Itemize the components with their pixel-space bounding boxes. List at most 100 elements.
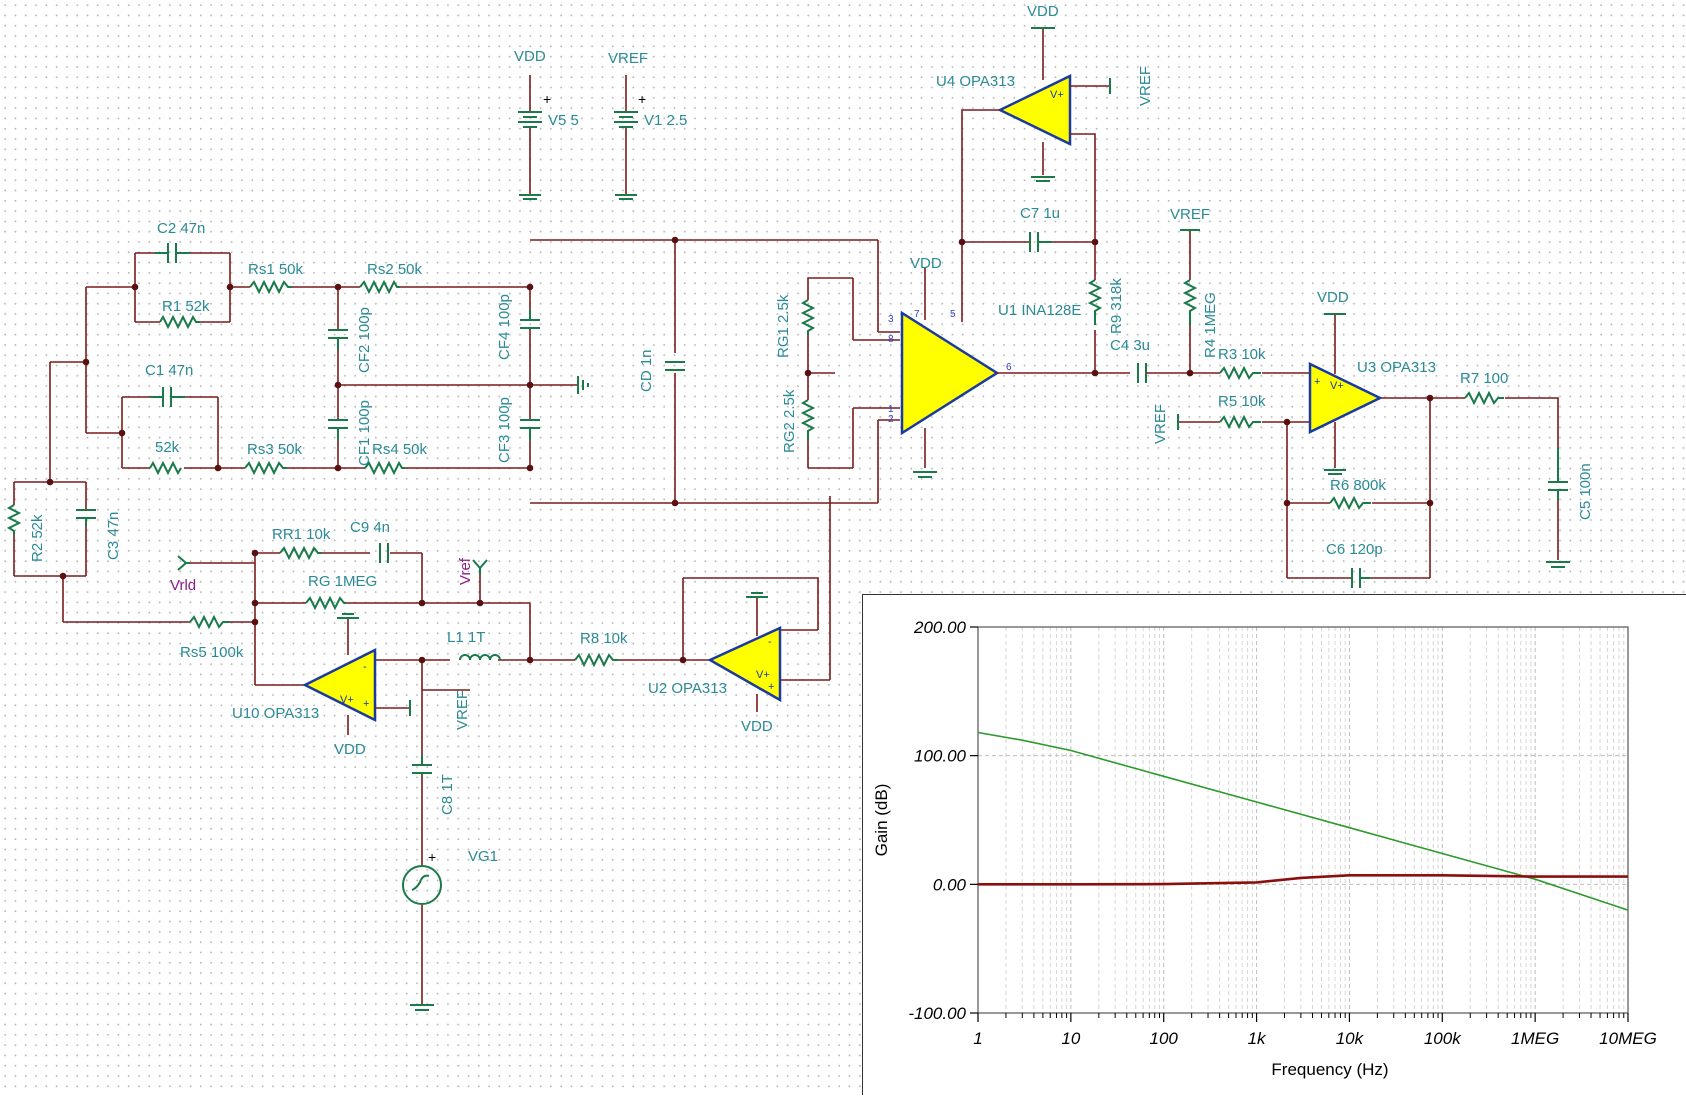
svg-text:V+: V+ — [1050, 89, 1064, 101]
rr1-resistor[interactable] — [280, 548, 322, 558]
svg-text:3: 3 — [888, 314, 894, 325]
rs3-resistor[interactable] — [245, 463, 287, 473]
svg-text:+: + — [363, 698, 369, 710]
c6-label: C6 120p — [1326, 541, 1383, 558]
c2-label: C2 47n — [157, 220, 205, 237]
r2-label: R2 52k — [29, 514, 46, 562]
r8-resistor[interactable] — [575, 655, 618, 665]
svg-text:6: 6 — [1006, 362, 1012, 373]
rg2-label: RG2 2.5k — [781, 389, 798, 453]
r5-vref-label: VREF — [1152, 404, 1169, 444]
x-tick-label: 100 — [1150, 1029, 1179, 1048]
svg-text:7: 7 — [914, 309, 920, 320]
r5-resistor[interactable] — [1220, 417, 1261, 427]
cf3-label: CF3 100p — [496, 397, 513, 463]
svg-text:+: + — [543, 91, 551, 107]
cd-label: CD 1n — [638, 349, 655, 392]
y-tick-label: 0.00 — [933, 875, 967, 894]
c9-capacitor[interactable] — [380, 543, 388, 563]
net-vref-label: VREF — [608, 50, 648, 67]
u10-label: U10 OPA313 — [232, 705, 319, 722]
c1-label: C1 47n — [145, 362, 193, 379]
r6-label: R6 800k — [1330, 477, 1386, 494]
rg1-resistor[interactable] — [803, 300, 813, 335]
r3-label: R3 10k — [1218, 346, 1266, 363]
c4-capacitor[interactable] — [1138, 363, 1146, 383]
r5-label: R5 10k — [1218, 393, 1266, 410]
x-tick-label: 100k — [1424, 1029, 1462, 1048]
c3-label: C3 47n — [105, 512, 122, 560]
r3-resistor[interactable] — [1220, 368, 1261, 378]
c8-label: C8 1T — [439, 774, 456, 815]
v1-label: V1 2.5 — [644, 112, 687, 129]
rg-resistor[interactable] — [306, 598, 346, 608]
cf4-label: CF4 100p — [496, 294, 513, 360]
r9-resistor[interactable] — [1090, 280, 1100, 325]
u3-label: U3 OPA313 — [1357, 359, 1436, 376]
rg2-resistor[interactable] — [803, 400, 813, 440]
rs2-resistor[interactable] — [360, 282, 400, 292]
svg-text:8: 8 — [888, 334, 894, 345]
vref-terminal[interactable] — [473, 560, 487, 575]
c7-capacitor[interactable] — [1030, 232, 1052, 252]
c4-label: C4 3u — [1110, 337, 1150, 354]
c5-capacitor[interactable] — [1548, 448, 1568, 500]
r4-resistor[interactable] — [1185, 280, 1195, 325]
u2-vdd-label: VDD — [741, 718, 773, 735]
r52k-resistor[interactable] — [150, 463, 181, 473]
plot-grid — [978, 627, 1628, 1013]
c6-capacitor[interactable] — [1352, 568, 1370, 588]
r4-label: R4 1MEG — [1202, 292, 1219, 358]
c9-label: C9 4n — [350, 519, 390, 536]
r6-resistor[interactable] — [1330, 498, 1371, 508]
svg-text:V+: V+ — [1330, 380, 1344, 392]
r2-resistor[interactable] — [9, 505, 19, 535]
vrld-terminal[interactable] — [178, 556, 190, 570]
svg-text:-: - — [363, 661, 367, 673]
cf2-label: CF2 100p — [356, 307, 373, 373]
y-tick-label: 100.00 — [914, 747, 967, 766]
rs5-label: Rs5 100k — [180, 644, 244, 661]
vg1-label: VG1 — [468, 848, 498, 865]
x-tick-label: 1k — [1248, 1029, 1267, 1048]
svg-text:+: + — [1314, 376, 1320, 388]
cd-capacitor[interactable] — [665, 362, 685, 370]
rs1-label: Rs1 50k — [248, 261, 304, 278]
vrld-label: Vrld — [170, 577, 196, 594]
u10-vref-label: VREF — [454, 690, 471, 730]
l1-inductor[interactable] — [460, 655, 500, 660]
svg-text:+: + — [768, 681, 774, 693]
c3-capacitor[interactable] — [76, 510, 96, 526]
x-tick-label: 1MEG — [1511, 1029, 1559, 1048]
r1-resistor[interactable] — [160, 317, 200, 327]
cf1-capacitor[interactable] — [328, 420, 348, 440]
x-axis-label: Frequency (Hz) — [1271, 1060, 1388, 1079]
r7-resistor[interactable] — [1465, 393, 1504, 403]
vref-lower-label: Vref — [457, 557, 474, 585]
c8-capacitor[interactable] — [412, 755, 432, 775]
source-v5[interactable]: + — [518, 75, 551, 199]
svg-text:2: 2 — [888, 414, 894, 425]
u1-vdd-label: VDD — [910, 255, 942, 272]
source-v1[interactable]: + — [614, 75, 646, 199]
svg-text:5: 5 — [950, 309, 956, 320]
cf3-capacitor[interactable] — [520, 420, 540, 440]
u4-vref-label: VREF — [1137, 66, 1154, 106]
c2-capacitor[interactable] — [155, 243, 190, 263]
rs5-resistor[interactable] — [190, 617, 230, 627]
c5-label: C5 100n — [1577, 463, 1594, 520]
c1-capacitor[interactable] — [150, 387, 185, 407]
x-tick-label: 1 — [973, 1029, 982, 1048]
rs1-resistor[interactable] — [250, 282, 292, 292]
cf2-capacitor[interactable] — [328, 330, 348, 350]
u4-label: U4 OPA313 — [936, 73, 1015, 90]
y-tick-label: -100.00 — [908, 1004, 966, 1023]
svg-text:+: + — [428, 849, 436, 865]
plot-series — [978, 732, 1628, 910]
rr1-label: RR1 10k — [272, 526, 331, 543]
cf4-capacitor[interactable] — [520, 310, 540, 330]
